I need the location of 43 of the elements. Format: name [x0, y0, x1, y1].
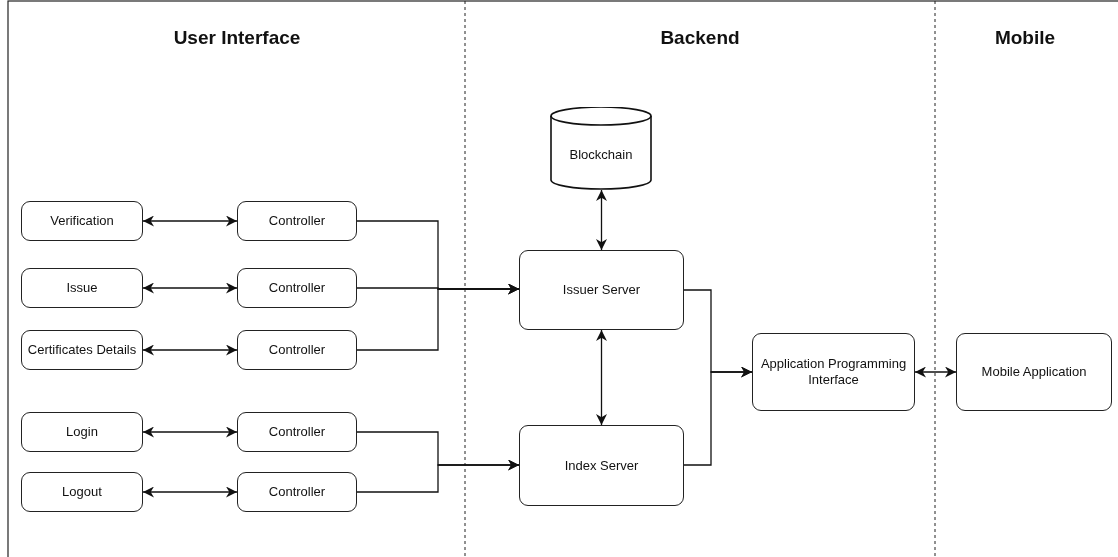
arrow — [596, 329, 607, 426]
process-box — [21, 472, 143, 512]
process-box — [21, 412, 143, 452]
process-box — [519, 250, 684, 330]
box-label: Controller — [267, 484, 327, 500]
process-box — [21, 268, 143, 308]
lane-heading: User Interface — [173, 27, 301, 49]
arrow — [142, 282, 238, 294]
box-label: Controller — [267, 280, 327, 296]
arrow — [683, 366, 753, 466]
box-label: Issuer Server — [561, 282, 642, 298]
arrow — [142, 426, 238, 438]
lane-heading: Backend — [660, 27, 740, 49]
arrow — [596, 189, 607, 251]
arrow — [356, 459, 520, 493]
box-label: Mobile Application — [980, 364, 1088, 380]
process-box — [21, 330, 143, 370]
process-box — [237, 201, 357, 241]
box-label: Verification — [49, 213, 115, 229]
box-label: Controller — [267, 342, 327, 358]
process-box — [237, 268, 357, 308]
lane-heading: Mobile — [994, 27, 1056, 49]
box-label: Controller — [267, 424, 327, 440]
box-label: Logout — [61, 484, 103, 500]
process-box — [519, 425, 684, 506]
arrow — [142, 215, 238, 227]
process-box — [956, 333, 1112, 411]
arrow — [142, 344, 238, 356]
process-box — [752, 333, 915, 411]
process-box — [21, 201, 143, 241]
box-label: Login — [65, 424, 99, 440]
box-label: Blockchain — [568, 146, 634, 163]
arrow — [142, 486, 238, 498]
process-box — [237, 472, 357, 512]
arrow — [914, 366, 957, 378]
arrow — [356, 283, 520, 351]
box-label: Issue — [65, 280, 99, 296]
box-label: Controller — [267, 213, 327, 229]
process-box — [237, 412, 357, 452]
box-label: Index Server — [563, 457, 640, 474]
box-label: Application Programming Interface — [759, 356, 908, 388]
process-box — [237, 330, 357, 370]
box-label: Certificates Details — [26, 342, 138, 358]
